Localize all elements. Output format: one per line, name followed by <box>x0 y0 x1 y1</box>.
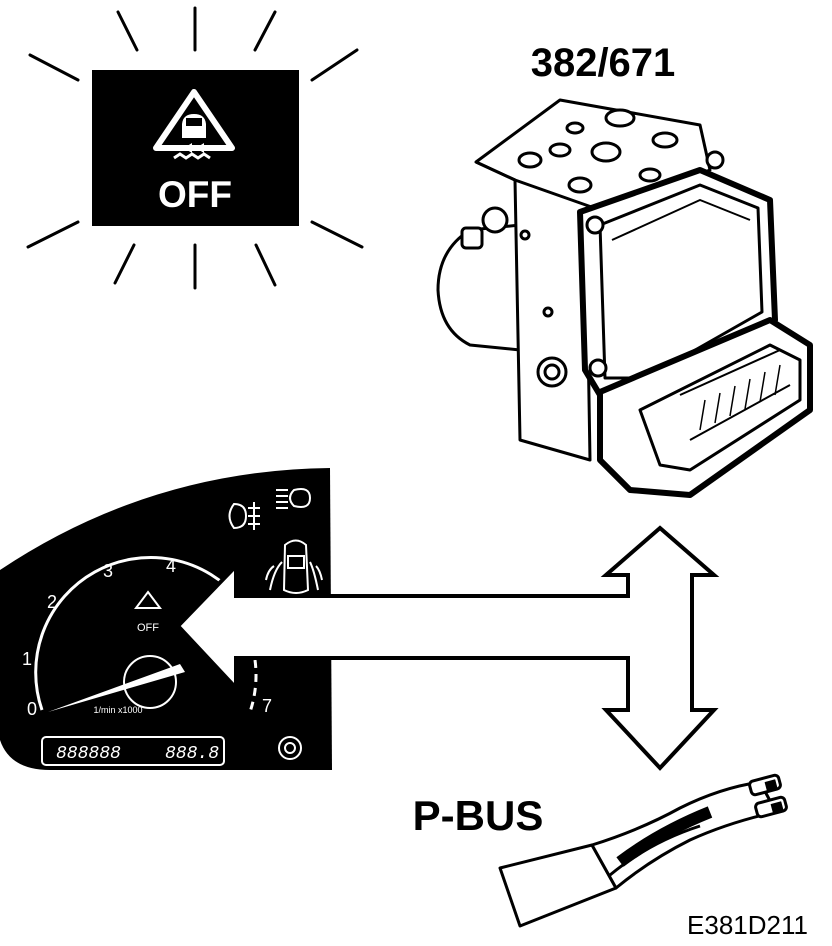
lcd-display <box>41 736 225 766</box>
tach-scale-4: 4 <box>166 556 176 576</box>
tach-scale-0: 0 <box>27 699 37 719</box>
bus-label: P-BUS <box>413 792 544 839</box>
traction-control-off-icon <box>153 89 235 160</box>
lcd-trip: 888.8 <box>165 744 219 764</box>
bus-arrows <box>175 525 720 771</box>
fog-light-icon <box>228 502 260 530</box>
tach-arc <box>34 556 242 711</box>
module-part-number: 382/671 <box>531 41 676 85</box>
bidirectional-arrow-with-branch <box>175 525 720 771</box>
needle-hub <box>123 655 177 709</box>
lcd-odometer: 888888 <box>56 744 121 764</box>
tach-scale-3: 3 <box>103 561 113 581</box>
instrument-cluster: 0 1 2 3 4 7 OFF 1/min x1000 888888 888.8 <box>0 468 332 770</box>
cluster-panel <box>0 468 332 770</box>
flash-rays <box>26 6 364 290</box>
knob-icon <box>278 736 302 760</box>
wire-harness-icon <box>498 773 788 928</box>
vehicle-stability-icon <box>265 539 323 594</box>
headlight-icon <box>276 488 312 509</box>
mini-lamp-text: OFF <box>137 622 159 634</box>
tach-needle <box>48 664 185 712</box>
tach-scale-7: 7 <box>262 696 272 716</box>
warning-lamp: OFF <box>26 6 364 290</box>
tach-scale-1: 1 <box>22 649 32 669</box>
figure-id: E381D211 <box>687 910 808 940</box>
lamp-off-text: OFF <box>158 174 232 215</box>
tach-scale-2: 2 <box>47 592 57 612</box>
tach-unit: 1/min x1000 <box>93 705 142 715</box>
mini-traction-icon <box>134 590 162 609</box>
abs-hydraulic-unit-icon <box>436 98 813 498</box>
tach-redline <box>248 659 258 713</box>
